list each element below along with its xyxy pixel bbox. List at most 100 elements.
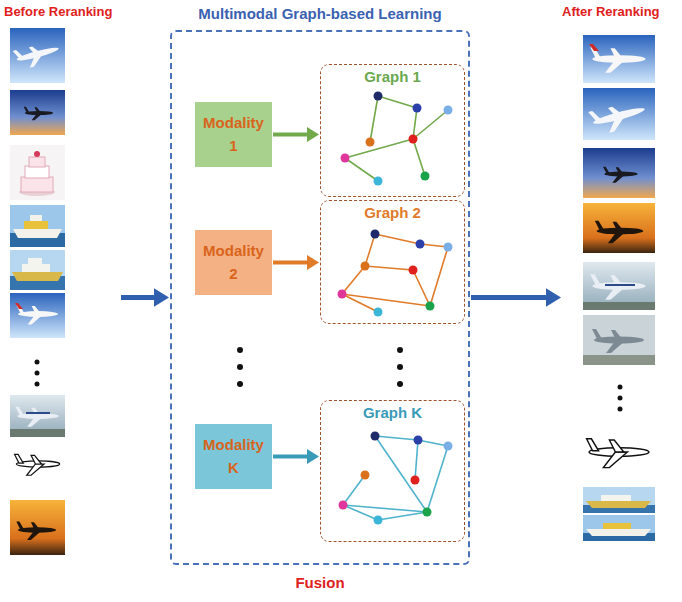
graph-drawing: [411, 476, 420, 485]
photo-thumb: [583, 315, 655, 365]
graph-drawing: [444, 243, 453, 252]
photo-thumb: [10, 250, 65, 290]
photo-thumb: [583, 262, 655, 310]
graph-drawing: [375, 436, 418, 440]
graph-drawing: [370, 96, 378, 142]
photo-thumb: [603, 167, 638, 183]
ellipsis-dots: [35, 371, 40, 376]
photo-thumb: [26, 412, 50, 414]
photo-thumb: [10, 145, 65, 200]
modality-label: Modality K: [199, 434, 268, 479]
graph-drawing: [342, 294, 378, 312]
graph-drawing: [427, 446, 448, 512]
photo-thumb: [10, 205, 65, 247]
drawing-thumb: [587, 439, 649, 468]
graph-drawing: [371, 230, 380, 239]
photo-thumb: [21, 177, 53, 192]
graph-title: Graph 2: [321, 204, 464, 221]
photo-thumb: [13, 229, 62, 238]
ellipsis-dots: [397, 364, 403, 370]
graph-drawing: [339, 432, 453, 525]
graph-drawing: [413, 104, 422, 113]
graph-drawing: [374, 516, 383, 525]
heading-text: After Reranking: [562, 4, 680, 19]
photo-thumb: [583, 88, 655, 140]
photo-thumb: [586, 529, 651, 536]
drawing-thumb: [580, 425, 658, 480]
graph-drawing: [361, 262, 370, 271]
photo-thumb: [24, 107, 53, 121]
learning-frame: Multimodal Graph-based LearningModality …: [170, 30, 470, 565]
graph-drawing: [343, 505, 378, 520]
graph-drawing: [413, 270, 430, 306]
graph-drawing: [342, 266, 365, 294]
photo-thumb: [22, 264, 50, 272]
photo-thumb: [15, 303, 23, 309]
photo-thumb: [10, 429, 65, 437]
photo-thumb: [10, 250, 65, 290]
arrow-head: [546, 288, 561, 307]
ellipsis-dots: [618, 396, 623, 401]
drawing-thumb: [580, 425, 658, 480]
photo-thumb: [595, 221, 644, 243]
photo-thumb: [16, 305, 58, 324]
graph-drawing: [339, 432, 453, 525]
ellipsis-dots: [618, 407, 623, 412]
graph-drawing: [378, 96, 417, 108]
ellipsis-dots: [618, 385, 623, 390]
photo-thumb: [10, 395, 65, 437]
modality-box: Modality 2: [195, 230, 272, 295]
arrow-shaft: [273, 133, 308, 137]
graph-drawing: [345, 158, 378, 181]
graph-drawing: [374, 308, 383, 317]
ellipsis-dots: [35, 360, 40, 387]
arrow-head: [307, 255, 319, 270]
drawing-thumb: [10, 440, 65, 490]
drawing-thumb: [10, 440, 65, 490]
photo-thumb: [16, 522, 56, 540]
graph-drawing: [413, 139, 425, 176]
graph-drawing: [365, 234, 375, 266]
graph-drawing: [413, 110, 448, 139]
photo-thumb: [34, 151, 40, 157]
modality-box: Modality K: [195, 424, 272, 489]
result-column: After Reranking: [562, 4, 680, 566]
photo-thumb: [29, 157, 45, 167]
graph-box: Graph 2: [320, 200, 465, 324]
graph-drawing: [341, 92, 453, 186]
graph-drawing: [375, 234, 420, 244]
graph-drawing: [345, 139, 413, 158]
ellipsis-dots: [397, 347, 403, 353]
photo-thumb: [601, 495, 631, 501]
graph-drawing: [421, 172, 430, 181]
graph-drawing: [413, 108, 417, 139]
graph-drawing: [371, 432, 380, 441]
photo-thumb: [583, 262, 655, 310]
arrow-shaft: [273, 261, 308, 265]
photo-thumb: [28, 258, 42, 264]
ellipsis-dots: [397, 381, 403, 387]
photo-thumb: [13, 39, 62, 71]
photo-thumb: [10, 205, 65, 247]
ellipsis-dots: [237, 381, 243, 387]
photo-thumb: [589, 44, 599, 51]
arrow-shaft: [121, 295, 155, 300]
photo-thumb: [605, 284, 635, 286]
arrow-head: [154, 288, 169, 307]
graph-drawing: [361, 471, 370, 480]
photo-thumb: [603, 523, 631, 529]
graph-drawing: [343, 475, 365, 505]
photo-thumb: [10, 500, 65, 555]
heading-text: Multimodal Graph-based Learning: [172, 5, 468, 22]
photo-thumb: [583, 148, 655, 198]
photo-thumb: [10, 293, 65, 338]
photo-thumb: [583, 148, 655, 198]
graph-drawing: [374, 92, 383, 101]
photo-thumb: [583, 315, 655, 365]
graph-drawing: [378, 512, 427, 520]
arrow-head: [307, 127, 319, 142]
photo-thumb: [590, 47, 645, 73]
graph-drawing: [366, 138, 375, 147]
ellipsis-dots: [237, 364, 243, 370]
photo-thumb: [583, 515, 655, 541]
